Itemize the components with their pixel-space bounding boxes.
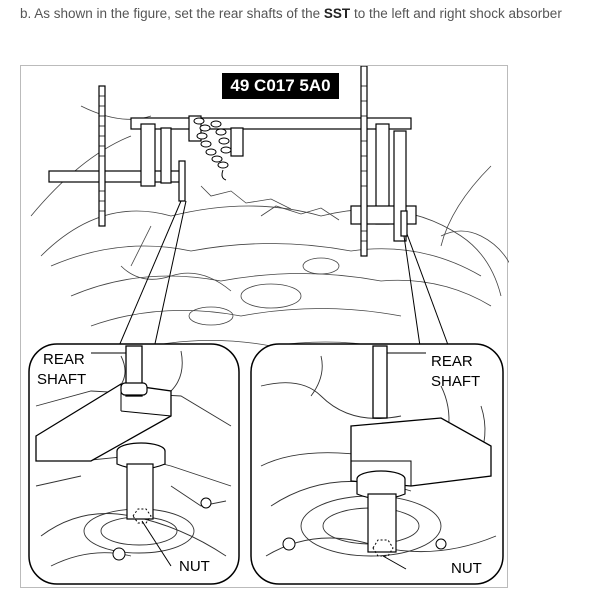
chain	[193, 117, 232, 181]
left-rear-shaft-label-line1: REAR	[43, 351, 85, 368]
left-nut	[132, 508, 152, 524]
figure-drawing	[28, 66, 509, 585]
left-nut-label: NUT	[179, 558, 210, 575]
right-nut	[372, 539, 394, 557]
instruction-text: b. As shown in the figure, set the rear …	[20, 6, 593, 21]
instruction-sst: SST	[323, 6, 351, 21]
left-detail-box	[28, 343, 240, 585]
sst-installation-figure: 49 C017 5A0 REAR SHAFT NUT REAR SHAFT NU…	[20, 65, 509, 588]
callout-lines	[115, 200, 452, 354]
instruction-suffix: to the left and right shock absorber	[350, 6, 562, 21]
instruction-prefix: b. As shown in the figure, set the rear …	[20, 6, 324, 21]
right-rear-shaft-label-line2: SHAFT	[431, 373, 481, 390]
right-nut-label: NUT	[451, 560, 482, 577]
rod-markings	[99, 85, 367, 242]
left-rear-shaft-label-line2: SHAFT	[37, 371, 87, 388]
right-detail-box	[250, 343, 504, 585]
part-number-label: 49 C017 5A0	[222, 73, 339, 99]
right-rear-shaft-label-line1: REAR	[431, 353, 473, 370]
